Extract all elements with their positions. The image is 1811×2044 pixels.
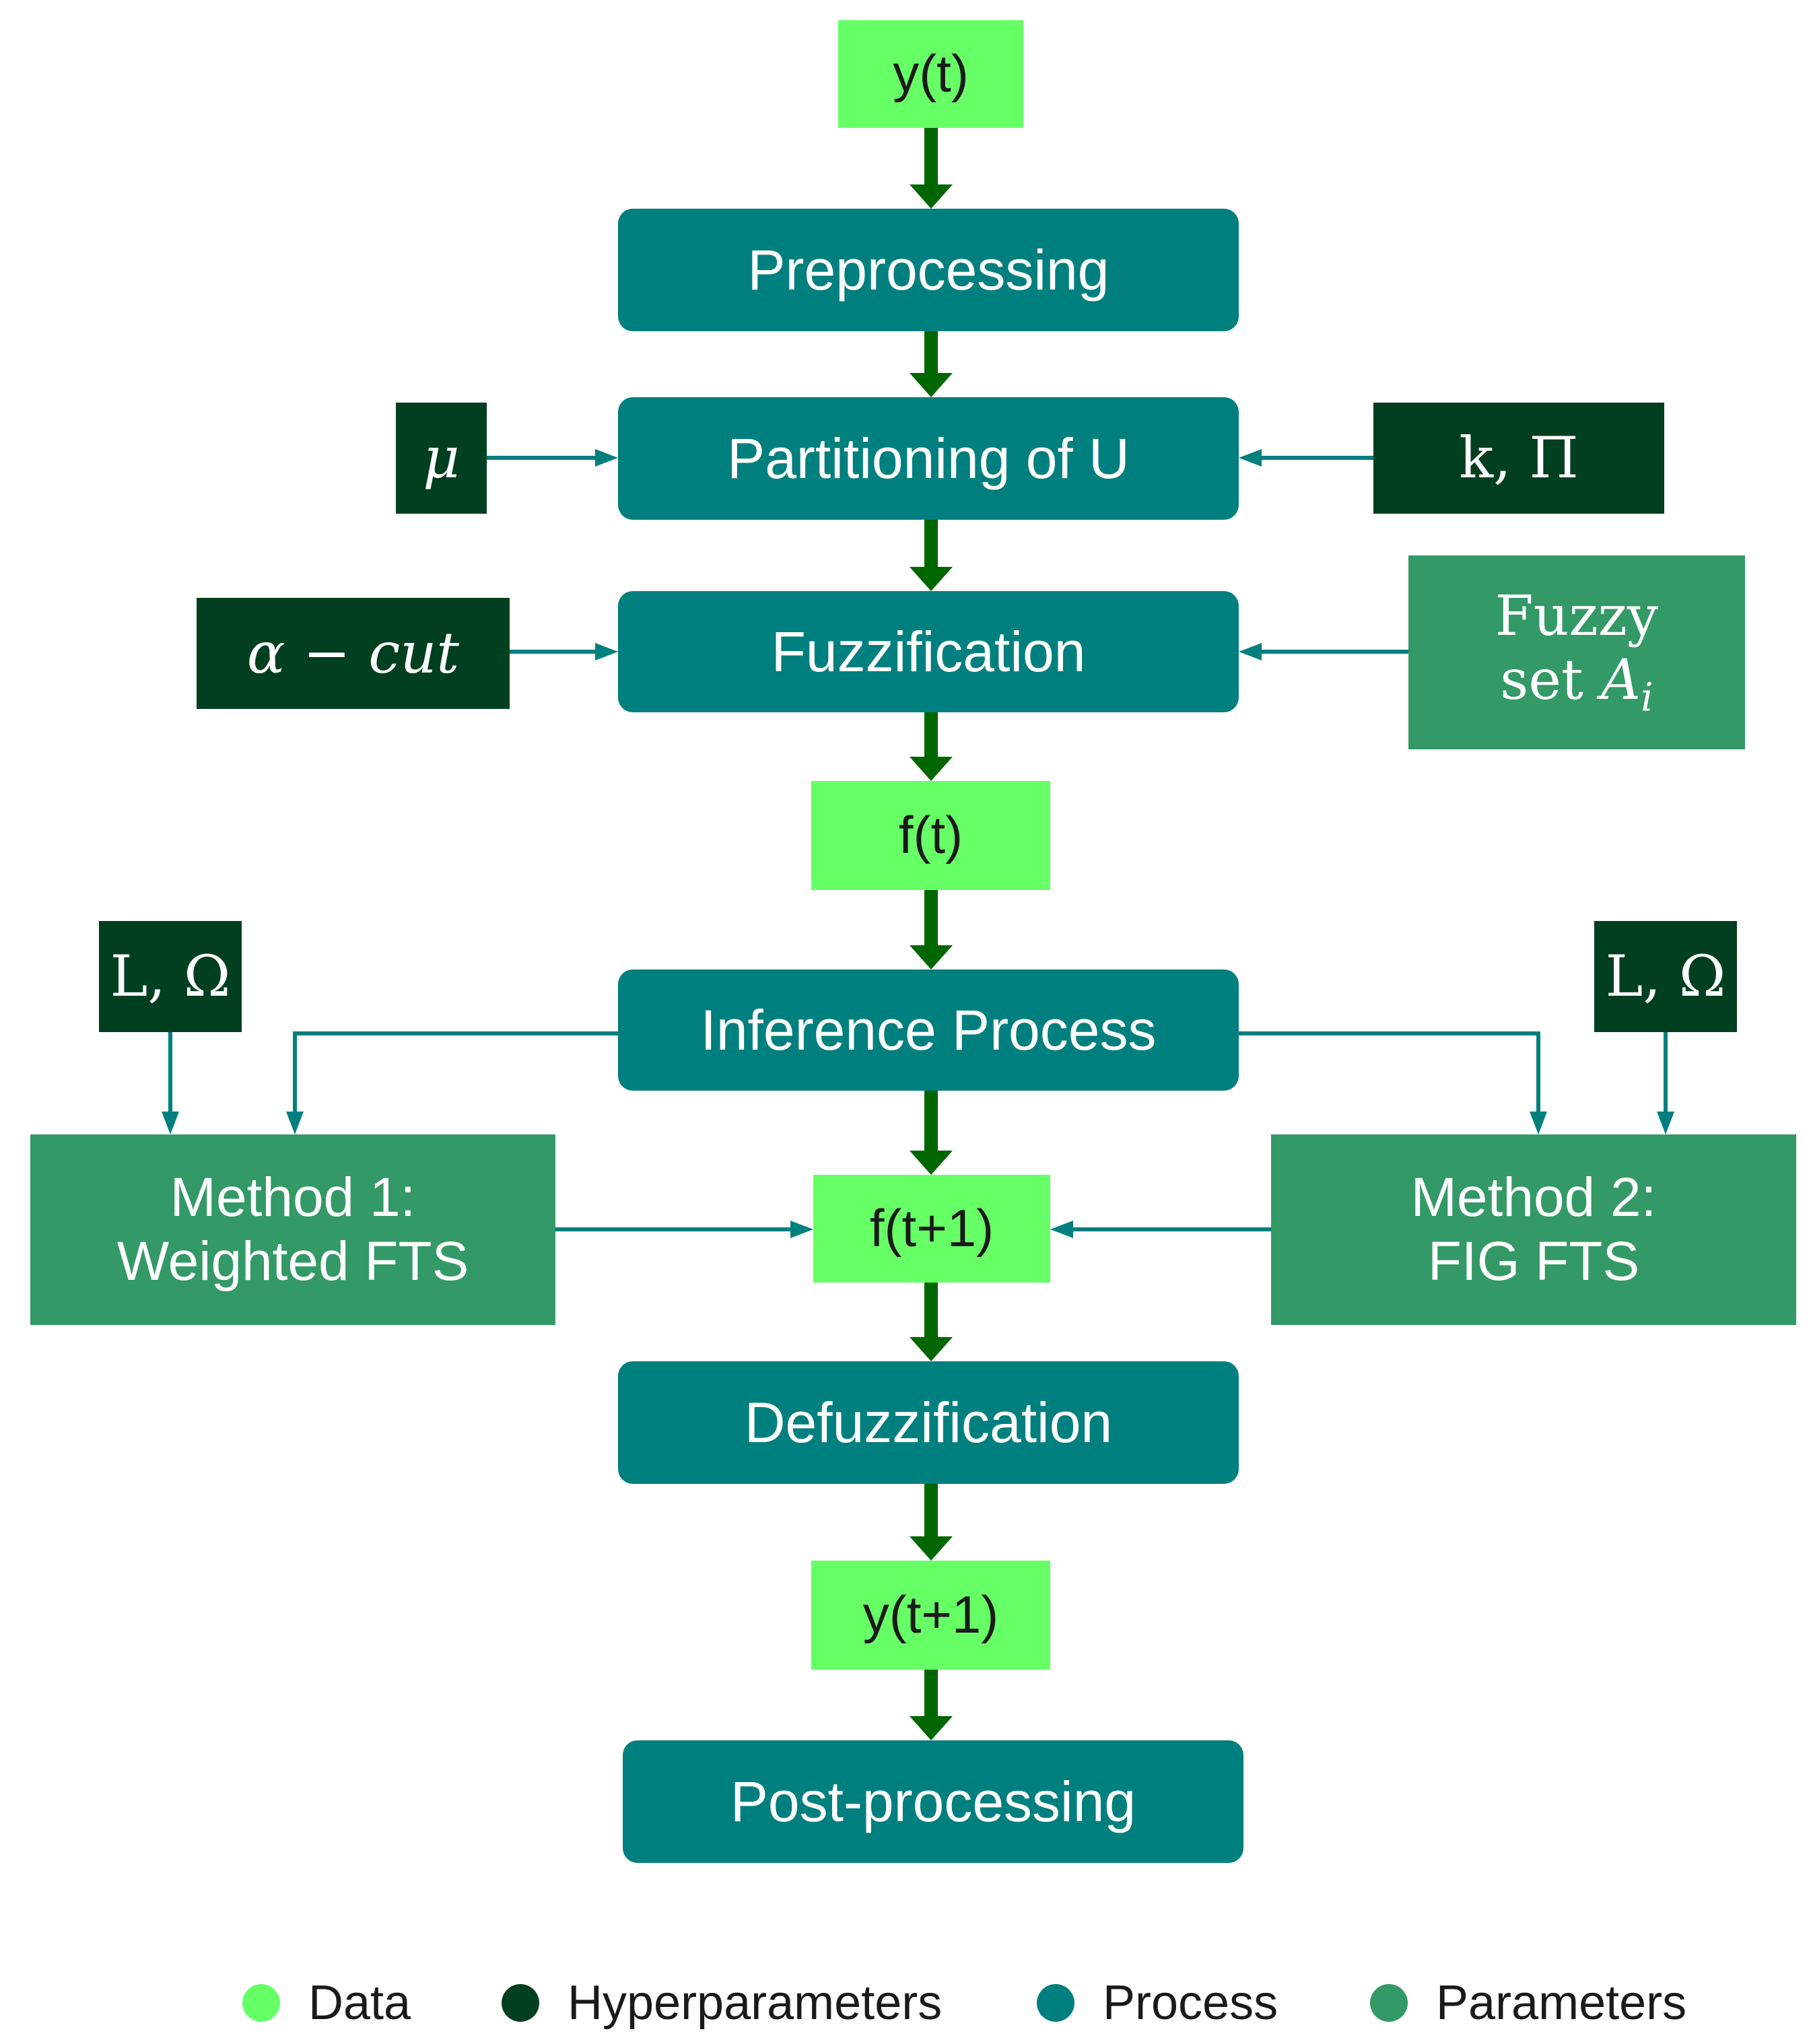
node-mu: μ [396, 403, 487, 514]
node-k-pi-label: k, Π [1459, 425, 1579, 491]
node-method-2-line1: Method 2: [1410, 1167, 1657, 1229]
legend-dot-process [1037, 1984, 1074, 2022]
node-y-t: y(t) [838, 20, 1023, 128]
node-defuzzification-label: Defuzzification [744, 1390, 1113, 1454]
arrow-yt-to-preprocessing [910, 128, 953, 209]
node-alpha-cut-label: α − cut [246, 620, 460, 687]
node-fuzzy-set-line1: Fuzzy [1495, 584, 1659, 649]
legend-item-process: Process [1037, 1973, 1278, 2033]
legend-dot-parameters [1370, 1984, 1408, 2022]
node-postprocessing-label: Post-processing [730, 1769, 1136, 1833]
arrow-lomega-left-to-method1 [162, 1032, 179, 1134]
node-partitioning-label: Partitioning of U [727, 426, 1130, 490]
node-fuzzification: Fuzzification [618, 591, 1239, 712]
node-y-t-label: y(t) [893, 44, 969, 104]
legend-item-data: Data [242, 1973, 411, 2033]
arrow-method1-to-ft1 [555, 1221, 813, 1238]
node-method-2-line2: FIG FTS [1427, 1230, 1640, 1292]
arrow-fuzzification-to-ft [910, 712, 953, 781]
node-fuzzy-set: Fuzzy set Ai [1408, 555, 1745, 749]
arrow-fuzzyset-to-fuzzification [1239, 643, 1408, 660]
node-preprocessing-label: Preprocessing [747, 238, 1109, 302]
node-f-t1-label: f(t+1) [869, 1198, 994, 1258]
legend-dot-data [242, 1984, 280, 2022]
legend: Data Hyperparameters Process Parameters [242, 1973, 1791, 2033]
node-method-1-line2: Weighted FTS [116, 1230, 469, 1292]
node-method-2: Method 2: FIG FTS [1271, 1134, 1796, 1325]
node-f-t-label: f(t) [898, 805, 963, 865]
node-method-1: Method 1: Weighted FTS [30, 1134, 555, 1325]
node-k-pi: k, Π [1373, 403, 1664, 514]
arrow-partitioning-to-fuzzification [910, 520, 953, 591]
node-fuzzy-set-word: set [1500, 648, 1601, 712]
node-fuzzification-label: Fuzzification [771, 619, 1086, 683]
node-l-omega-left-label: L, Ω [110, 943, 231, 1010]
legend-item-parameters: Parameters [1370, 1973, 1686, 2033]
arrow-lomega-right-to-method2 [1657, 1032, 1674, 1134]
node-fuzzy-set-subscript: i [1641, 674, 1653, 720]
legend-label-data: Data [308, 1976, 411, 2030]
node-method-1-line1: Method 1: [170, 1167, 416, 1229]
arrow-kpi-to-partitioning [1239, 449, 1373, 467]
node-preprocessing: Preprocessing [618, 209, 1239, 331]
arrow-ft-to-inference [910, 890, 953, 969]
node-postprocessing: Post-processing [623, 1740, 1243, 1863]
arrow-inference-to-method2 [1239, 1031, 1547, 1134]
node-fuzzy-set-symbol: A [1600, 648, 1641, 712]
node-inference: Inference Process [618, 969, 1239, 1091]
node-y-t1: y(t+1) [811, 1561, 1050, 1670]
arrow-defuzzification-to-yt1 [910, 1484, 953, 1561]
legend-label-process: Process [1103, 1976, 1278, 2030]
node-l-omega-right: L, Ω [1594, 921, 1737, 1032]
node-inference-label: Inference Process [700, 998, 1157, 1062]
node-l-omega-left: L, Ω [99, 921, 242, 1032]
legend-label-hyperparameters: Hyperparameters [568, 1976, 943, 2030]
legend-item-hyperparameters: Hyperparameters [502, 1973, 942, 2033]
node-mu-label: μ [423, 425, 460, 491]
node-f-t1: f(t+1) [813, 1175, 1050, 1283]
node-l-omega-right-label: L, Ω [1605, 943, 1726, 1010]
node-y-t1-label: y(t+1) [862, 1585, 999, 1645]
arrow-mu-to-partitioning [487, 449, 618, 467]
node-defuzzification: Defuzzification [618, 1361, 1239, 1484]
node-alpha-cut: α − cut [197, 598, 510, 709]
arrow-ft1-to-defuzzification [910, 1283, 953, 1361]
arrow-method2-to-ft1 [1050, 1221, 1271, 1238]
legend-label-parameters: Parameters [1436, 1976, 1687, 2030]
legend-dot-hyperparameters [502, 1984, 539, 2022]
node-partitioning: Partitioning of U [618, 397, 1239, 520]
arrow-inference-to-method1 [286, 1031, 618, 1134]
node-fuzzy-set-line2: set Ai [1495, 648, 1658, 720]
arrow-alphacut-to-fuzzification [510, 643, 618, 660]
arrow-preprocessing-to-partitioning [910, 331, 953, 397]
arrow-inference-to-ft1 [910, 1091, 953, 1175]
arrow-yt1-to-postprocessing [910, 1670, 953, 1740]
node-f-t: f(t) [811, 781, 1050, 890]
